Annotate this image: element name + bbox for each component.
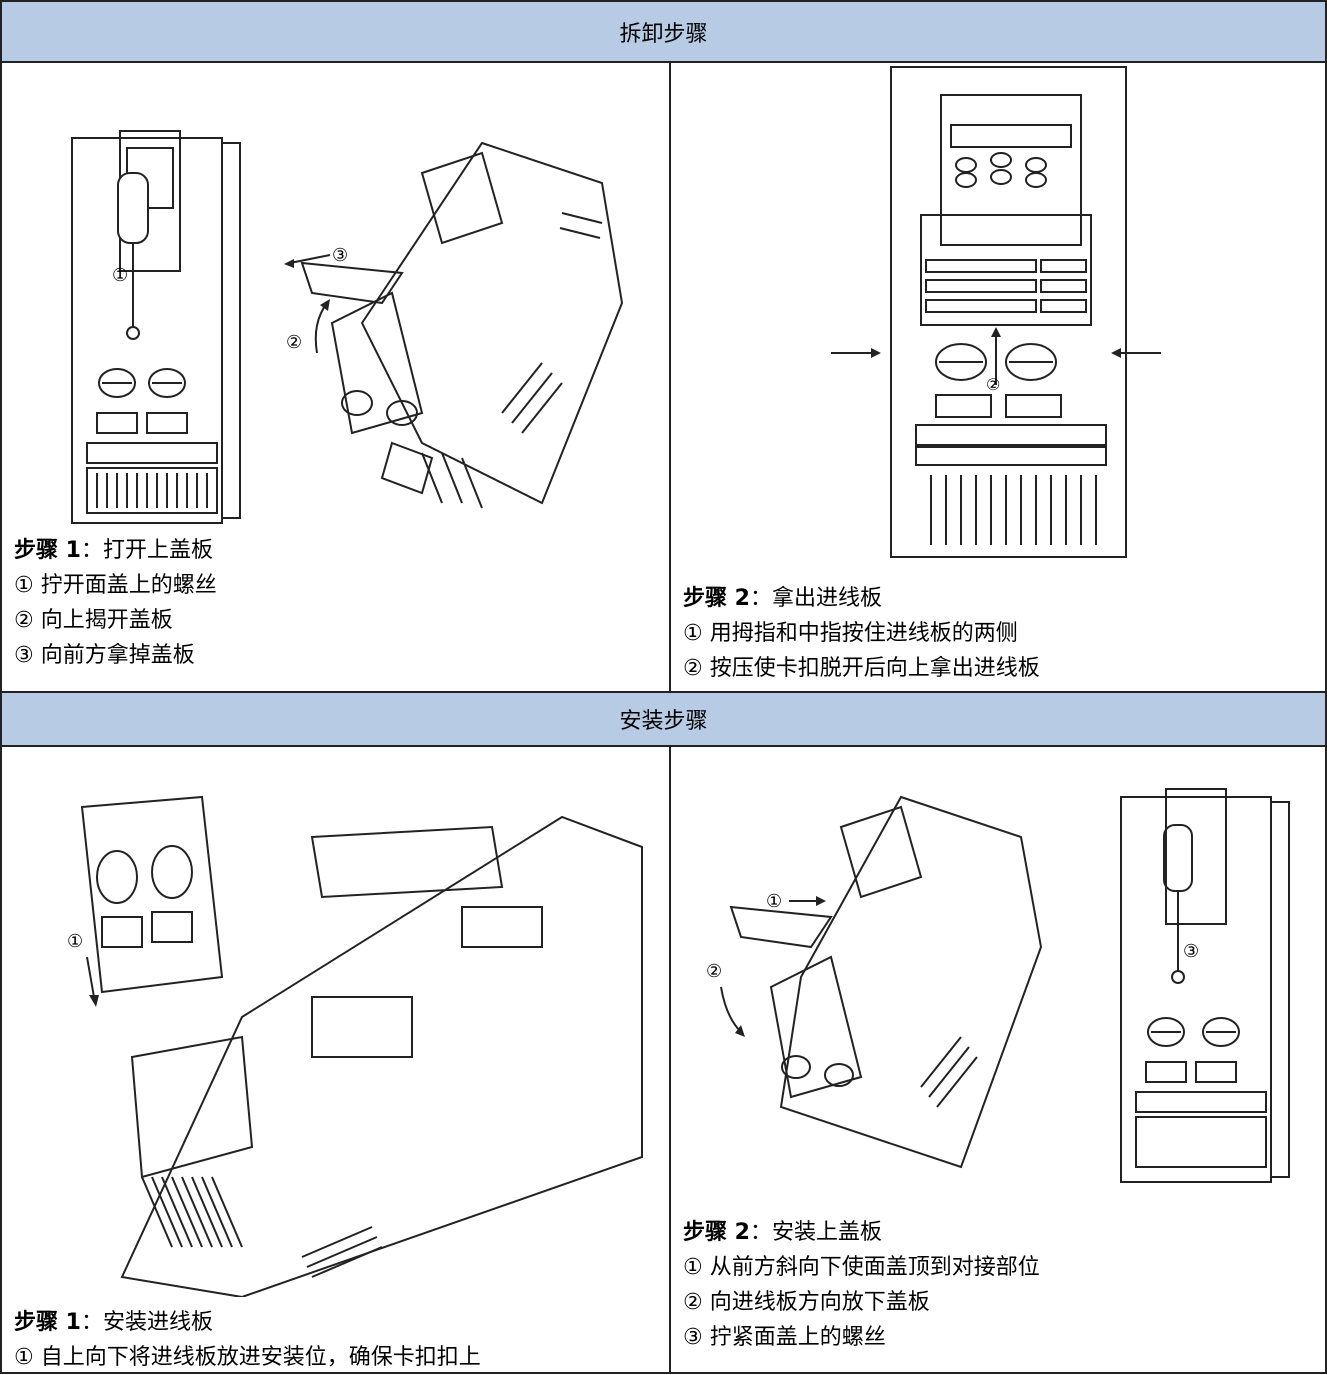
install-step1-cell: ① 步骤 1：安装进线板 ① 自上向下将进线板放进安装位，确保卡扣扣上 [0,745,671,1374]
callout-3: ③ [332,245,348,266]
removal-step2-figure: ② [831,66,1161,558]
callout-2: ② [286,332,302,353]
install-step1-text: 步骤 1：安装进线板 ① 自上向下将进线板放进安装位，确保卡扣扣上 [14,1305,481,1375]
callout-3: ③ [1183,941,1199,962]
callout-2: ② [706,961,722,982]
step-label: 步骤 1 [14,1310,81,1335]
section-header-install: 安装步骤 [0,691,1327,747]
section-header-removal: 拆卸步骤 [0,0,1327,63]
step-item: ② 向上揭开盖板 [14,608,173,633]
removal-step1-cell: ① ② ③ [0,61,671,693]
step-item: ② 向进线板方向放下盖板 [683,1290,930,1315]
callout-1: ① [67,931,83,952]
callout-1: ① [766,891,782,912]
section-title: 安装步骤 [619,709,708,734]
step-item: ③ 拧紧面盖上的螺丝 [683,1325,886,1350]
step-title: ：安装进线板 [80,1310,213,1335]
removal-step1-figure: ① ② ③ [71,130,624,524]
step-item: ① 自上向下将进线板放进安装位，确保卡扣扣上 [14,1345,481,1370]
step-item: ③ 向前方拿掉盖板 [14,643,195,668]
step-title: ：安装上盖板 [749,1220,882,1245]
step-item: ① 从前方斜向下使面盖顶到对接部位 [683,1255,1040,1280]
callout-2: ② [986,375,1000,394]
step-item: ① 用拇指和中指按住进线板的两侧 [683,621,1018,646]
section-title: 拆卸步骤 [619,21,708,47]
removal-step2-text: 步骤 2：拿出进线板 ① 用拇指和中指按住进线板的两侧 ② 按压使卡扣脱开后向上… [683,581,1040,686]
step-label: 步骤 2 [683,1220,750,1245]
install-step2-cell: ① ② ③ 步骤 2：安装上盖板 ① 从前方斜向下使面盖顶到对接部位 ② 向进线… [669,745,1327,1374]
install-step2-figure: ① ② ③ [706,788,1290,1183]
install-step1-figure: ① [67,795,643,1297]
install-step2-text: 步骤 2：安装上盖板 ① 从前方斜向下使面盖顶到对接部位 ② 向进线板方向放下盖… [683,1215,1040,1355]
callout-1: ① [112,265,128,286]
step-title: ：拿出进线板 [749,586,882,611]
removal-step1-text: 步骤 1：打开上盖板 ① 拧开面盖上的螺丝 ② 向上揭开盖板 ③ 向前方拿掉盖板 [14,533,217,673]
step-label: 步骤 2 [683,586,750,611]
step-label: 步骤 1 [14,538,81,563]
step-item: ② 按压使卡扣脱开后向上拿出进线板 [683,656,1040,681]
step-title: ：打开上盖板 [80,538,213,563]
step-item: ① 拧开面盖上的螺丝 [14,573,217,598]
removal-step2-cell: ② 步骤 2：拿出进线板 ① 用拇指和中指按住进线板的两侧 ② 按压使卡扣脱开后… [669,61,1327,693]
